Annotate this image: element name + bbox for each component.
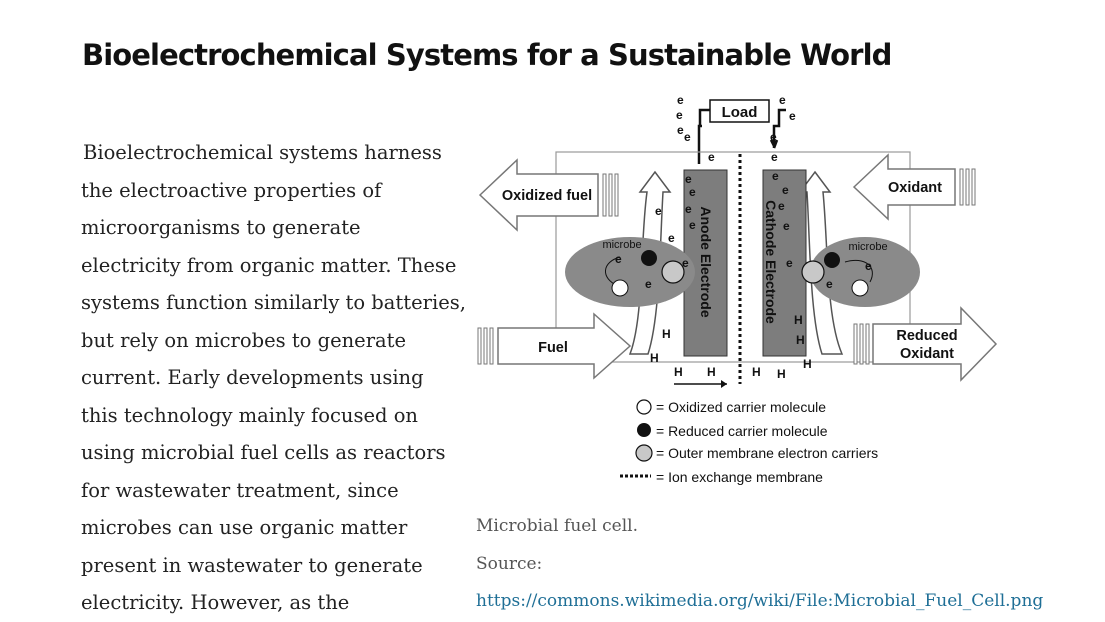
reduced-carrier-molecule-icon — [641, 250, 657, 266]
anode-microbe — [565, 237, 695, 307]
svg-text:e: e — [677, 93, 684, 107]
svg-text:H: H — [674, 365, 683, 379]
anode-label: Anode Electrode — [698, 206, 714, 317]
svg-text:e: e — [668, 231, 675, 245]
svg-text:e: e — [789, 109, 796, 123]
svg-text:e: e — [655, 204, 662, 218]
oxidized-carrier-molecule-icon — [851, 279, 869, 297]
oxidized-fuel-label: Oxidized fuel — [502, 188, 592, 204]
svg-text:e: e — [689, 185, 696, 199]
svg-text:e: e — [676, 108, 683, 122]
svg-text:e: e — [772, 169, 779, 183]
svg-text:e: e — [783, 219, 790, 233]
svg-text:e: e — [677, 123, 684, 137]
svg-text:e: e — [684, 130, 691, 144]
caption-source: Source: https://commons.wikimedia.org/wi… — [476, 546, 1043, 621]
svg-text:e: e — [682, 256, 689, 270]
figure-legend: = Oxidized carrier molecule = Reduced ca… — [620, 399, 878, 485]
svg-text:e: e — [826, 277, 833, 291]
svg-text:H: H — [752, 365, 761, 379]
fuel-label: Fuel — [538, 340, 568, 356]
cathode-microbe-cycle-arrow — [844, 259, 873, 283]
load-box — [709, 99, 770, 123]
fuel-arrow — [477, 312, 632, 380]
svg-text:H: H — [662, 327, 671, 341]
outer-membrane-carrier-icon — [661, 260, 685, 284]
page-title: Bioelectrochemical Systems for a Sustain… — [82, 38, 892, 72]
electron-labels: e e e e e e e e e e e e e e e e e e e e … — [615, 93, 872, 291]
legend-item: = Oxidized carrier molecule — [656, 399, 826, 415]
reduced-oxidant-label-line2: Oxidant — [900, 346, 954, 362]
svg-text:e: e — [689, 218, 696, 232]
svg-text:H: H — [707, 365, 716, 379]
svg-text:e: e — [782, 183, 789, 197]
svg-text:e: e — [685, 202, 692, 216]
figure-caption: Microbial fuel cell. Source: https://com… — [476, 508, 1043, 621]
source-link[interactable]: https://commons.wikimedia.org/wiki/File:… — [476, 591, 1044, 611]
proton-labels: H H H H H H H H H — [650, 313, 812, 381]
svg-text:e: e — [770, 130, 777, 144]
oxidant-arrow — [852, 153, 976, 221]
cathode-electrode — [762, 169, 807, 357]
reduced-carrier-molecule-icon — [824, 252, 840, 268]
cathode-microbe-label: microbe — [848, 241, 887, 253]
svg-text:e: e — [779, 93, 786, 107]
svg-text:e: e — [685, 172, 692, 186]
oxidized-carrier-molecule-icon — [611, 279, 629, 297]
legend-item: = Reduced carrier molecule — [656, 423, 828, 439]
article-body: Bioelectrochemical systems harness the e… — [81, 141, 466, 614]
svg-text:H: H — [650, 351, 659, 365]
outer-membrane-carrier-icon — [801, 260, 825, 284]
reduced-oxidant-arrow — [853, 306, 998, 382]
legend-oxidized-carrier-icon — [636, 399, 652, 415]
svg-text:e: e — [615, 252, 622, 266]
svg-text:H: H — [803, 357, 812, 371]
legend-item: = Ion exchange membrane — [656, 469, 823, 485]
svg-text:H: H — [777, 367, 786, 381]
anode-microbe-label: microbe — [602, 239, 641, 251]
reduced-oxidant-label-line1: Reduced — [896, 328, 957, 344]
microbial-fuel-cell-figure: Load Oxidized fuel Fuel Oxidant Reduced … — [470, 92, 1000, 492]
svg-text:e: e — [771, 150, 778, 164]
svg-text:e: e — [865, 259, 872, 273]
legend-item: = Outer membrane electron carriers — [656, 445, 878, 461]
svg-text:H: H — [796, 333, 805, 347]
source-prefix: Source: — [476, 553, 543, 574]
oxidized-fuel-arrow — [478, 158, 619, 232]
svg-text:H: H — [794, 313, 803, 327]
cathode-label: Cathode Electrode — [763, 200, 779, 324]
caption-text: Microbial fuel cell. — [476, 516, 639, 536]
svg-text:e: e — [645, 277, 652, 291]
load-label: Load — [722, 104, 758, 121]
external-circuit-wire — [697, 108, 786, 164]
svg-text:e: e — [786, 256, 793, 270]
oxidant-label: Oxidant — [888, 180, 942, 196]
legend-reduced-carrier-icon — [637, 423, 651, 437]
svg-text:e: e — [708, 150, 715, 164]
svg-text:e: e — [778, 199, 785, 213]
legend-outer-membrane-icon — [635, 444, 653, 462]
